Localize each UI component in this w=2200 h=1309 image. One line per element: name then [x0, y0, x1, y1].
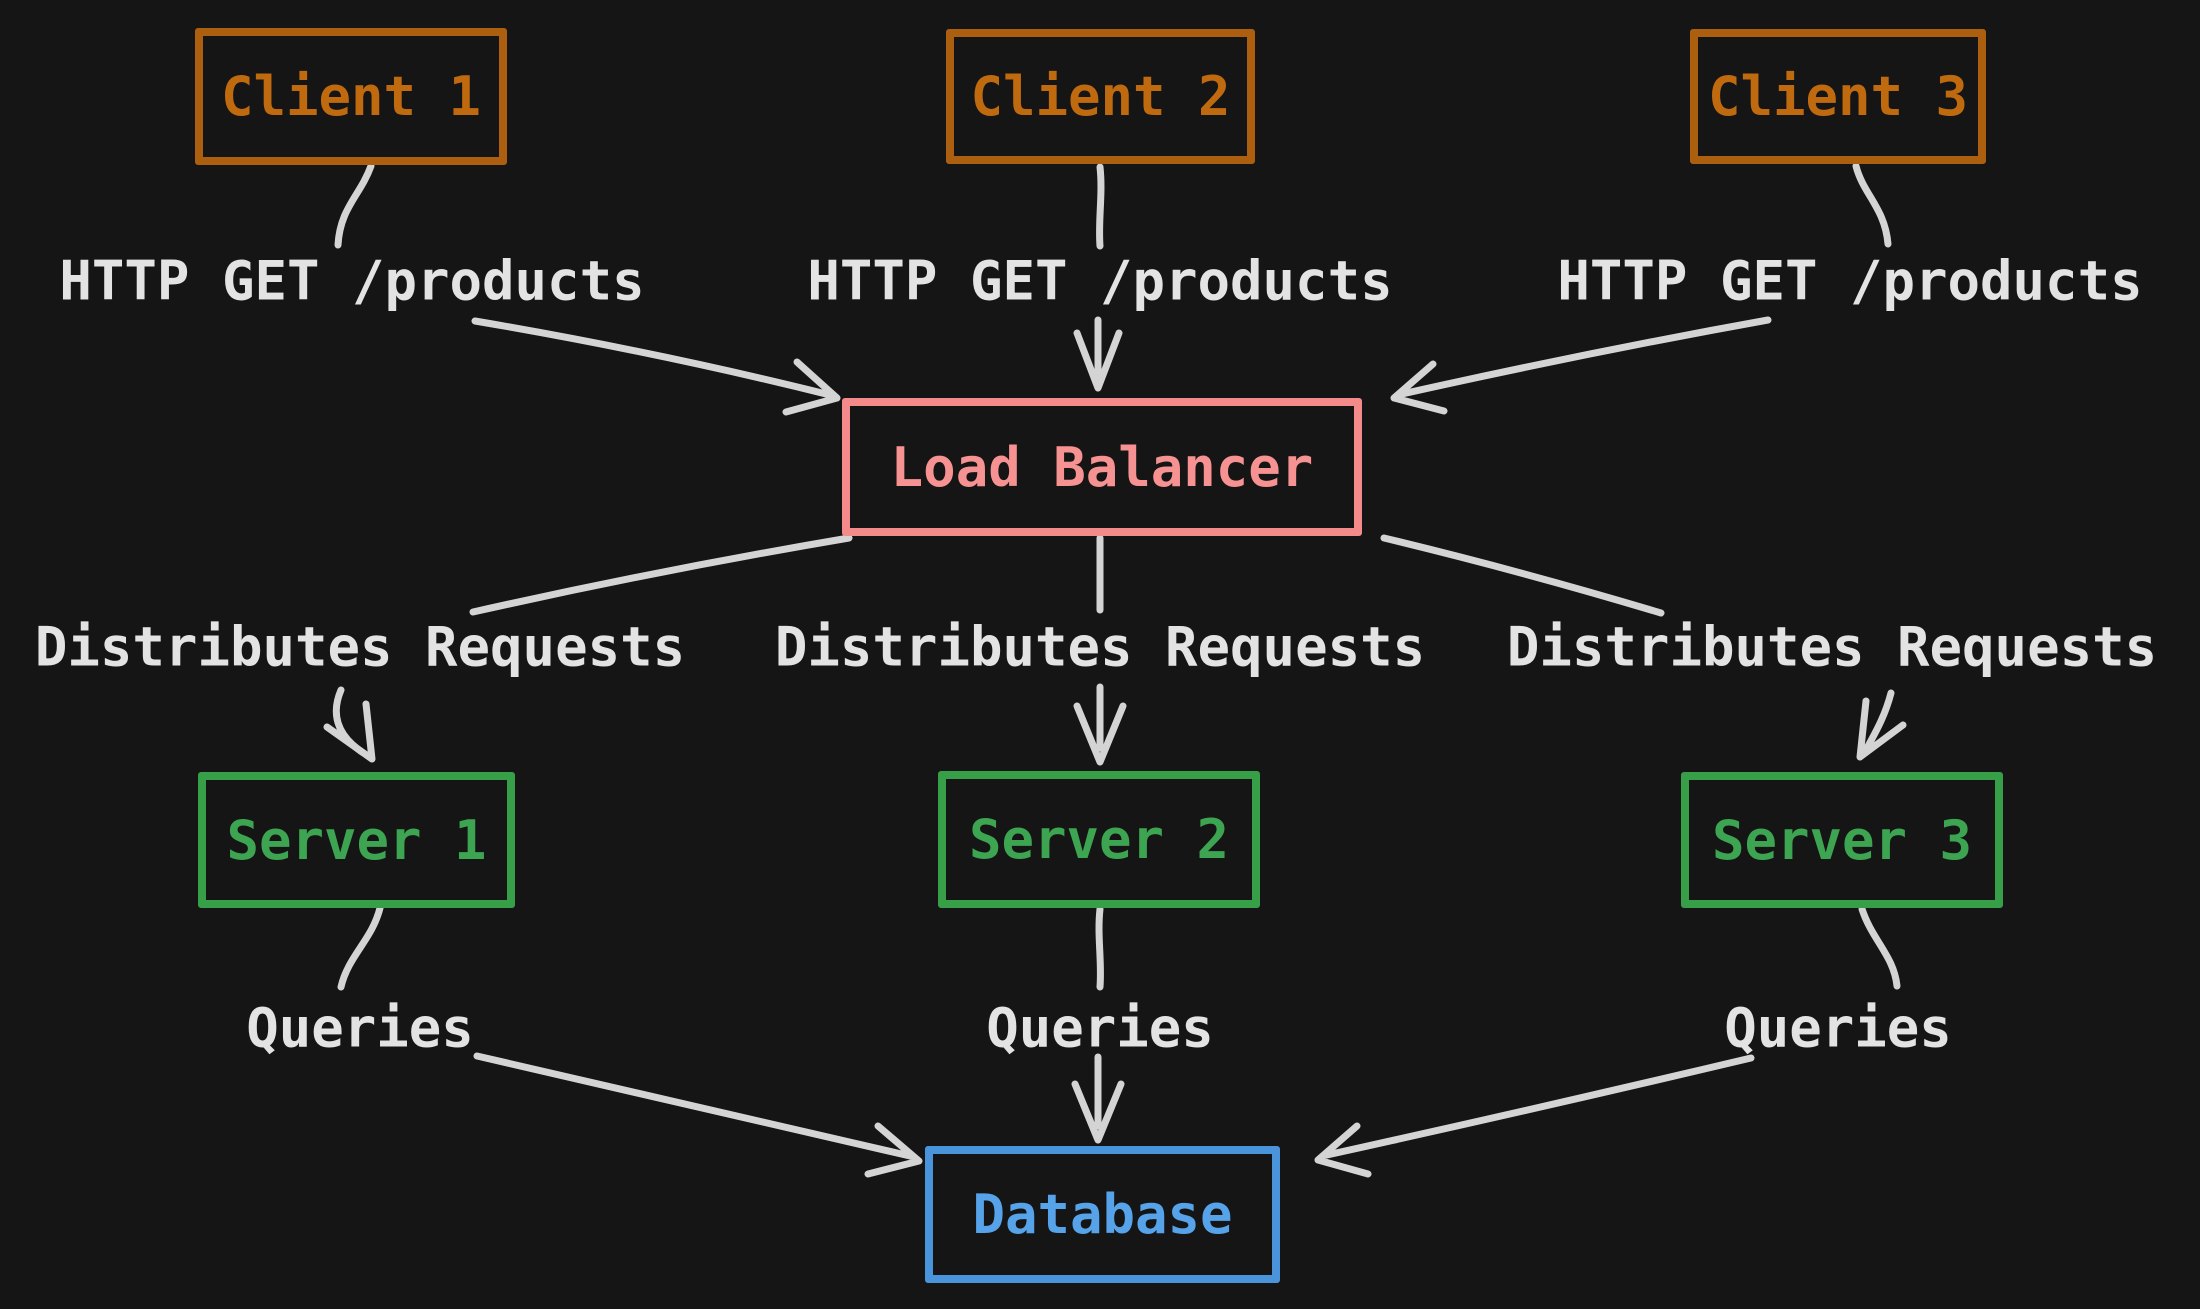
edge-client3-stub	[1852, 162, 1892, 248]
node-server-2-label: Server 2	[968, 808, 1230, 871]
node-server-3: Server 3	[1681, 772, 2003, 908]
edge-dist1-to-server1-arrow	[323, 686, 376, 763]
edge-label-queries-2: Queries	[986, 996, 1214, 1060]
node-server-3-label: Server 3	[1711, 808, 1973, 872]
node-server-1: Server 1	[198, 772, 515, 908]
edge-lb-to-dist1-line	[469, 534, 853, 616]
edge-server2-to-db-arrow	[1071, 1053, 1125, 1144]
edge-server2-stub	[1095, 905, 1104, 991]
edge-client1-to-lb-arrow	[471, 317, 841, 416]
node-client-3-label: Client 3	[1707, 65, 1969, 128]
node-client-1-label: Client 1	[220, 65, 482, 128]
node-server-2: Server 2	[938, 771, 1260, 908]
edge-label-http-get-3: HTTP GET /products	[1557, 249, 2143, 313]
node-client-2: Client 2	[946, 29, 1255, 164]
edge-client2-stub	[1096, 163, 1105, 250]
node-database-label: Database	[972, 1183, 1233, 1246]
edge-label-distributes-3: Distributes Requests	[1506, 615, 2158, 679]
node-server-1-label: Server 1	[226, 808, 487, 872]
edge-server1-to-db-arrow	[473, 1052, 923, 1178]
edge-label-http-get-2: HTTP GET /products	[807, 249, 1393, 313]
edge-label-http-get-1: HTTP GET /products	[59, 249, 645, 313]
edge-dist3-to-server3-arrow	[1856, 689, 1907, 761]
edge-client2-to-lb-arrow	[1073, 316, 1123, 392]
node-client-2-label: Client 2	[970, 65, 1231, 128]
edge-server3-stub	[1858, 905, 1901, 990]
edge-label-distributes-1: Distributes Requests	[34, 615, 686, 679]
node-load-balancer: Load Balancer	[842, 398, 1362, 536]
node-client-3: Client 3	[1690, 29, 1986, 164]
edge-client1-stub	[334, 162, 375, 249]
edge-lb-to-dist3-line	[1380, 534, 1665, 617]
edge-label-queries-3: Queries	[1724, 996, 1952, 1060]
edge-label-queries-1: Queries	[246, 996, 474, 1060]
edge-label-distributes-2: Distributes Requests	[774, 615, 1426, 679]
edge-client3-to-lb-arrow	[1390, 316, 1772, 415]
edge-server3-to-db-arrow	[1314, 1054, 1755, 1178]
edge-server1-stub	[337, 904, 384, 991]
node-client-1: Client 1	[195, 28, 507, 165]
node-database: Database	[925, 1146, 1280, 1283]
edge-dist2-to-server2-arrow	[1073, 683, 1127, 766]
node-load-balancer-label: Load Balancer	[890, 435, 1314, 499]
